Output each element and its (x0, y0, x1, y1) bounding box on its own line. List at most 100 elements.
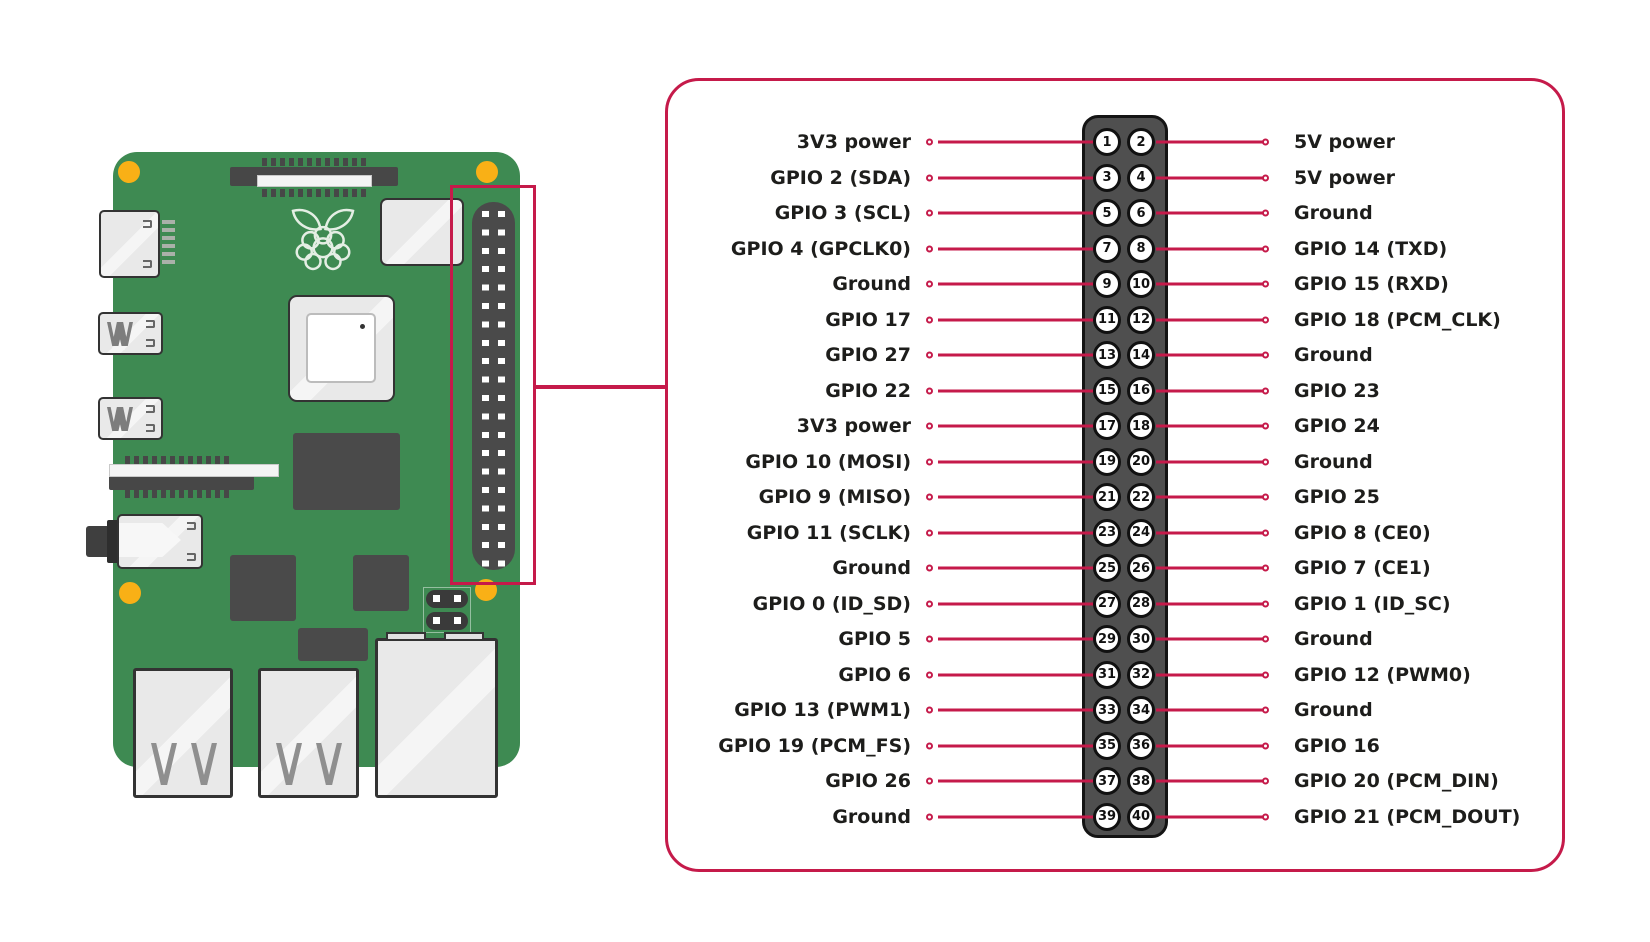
pin-label-right: Ground (1294, 450, 1373, 473)
pin-number-odd: 5 (1093, 199, 1121, 227)
pin-number-odd: 39 (1093, 802, 1121, 831)
endpoint-circle (1262, 422, 1269, 430)
wire-left (938, 815, 1096, 818)
pin-label-right: GPIO 7 (CE1) (1294, 557, 1431, 579)
soc-pin1-dot (360, 324, 365, 329)
endpoint-circle (926, 351, 933, 359)
endpoint-circle (1262, 316, 1269, 323)
wire-right (1156, 424, 1264, 428)
endpoint-circle (1262, 564, 1269, 572)
wire-left (938, 602, 1096, 605)
usb-controller-chip (230, 555, 296, 621)
pin-number-even: 34 (1127, 696, 1155, 724)
wire-right (1156, 318, 1264, 321)
pin-label-left: GPIO 6 (838, 663, 911, 686)
ethernet-port (375, 632, 498, 798)
pin-number-odd: 29 (1093, 625, 1121, 653)
poe-header-pins (426, 612, 468, 630)
endpoint-circle (1262, 280, 1269, 288)
wire-right (1156, 282, 1264, 286)
wire-left (938, 211, 1096, 215)
pin-label-right: Ground (1294, 344, 1373, 366)
wire-left (938, 353, 1096, 357)
pin-number-odd: 7 (1093, 234, 1121, 263)
port-pin-mark (146, 320, 155, 328)
wire-right (1156, 744, 1264, 747)
pin-label-right: GPIO 1 (ID_SC) (1294, 592, 1451, 615)
pin-label-right: GPIO 16 (1294, 734, 1380, 757)
wire-right (1156, 673, 1264, 676)
endpoint-circle (926, 706, 933, 714)
ethernet-tab (444, 632, 484, 641)
pin-number-even: 20 (1127, 447, 1155, 476)
wire-right (1156, 566, 1264, 570)
wire-right (1156, 815, 1264, 818)
audio-jack (117, 514, 203, 569)
endpoint-circle (926, 777, 933, 785)
pin-number-odd: 25 (1093, 554, 1121, 582)
endpoint-circle (926, 387, 933, 394)
usb-port-contact (276, 743, 302, 785)
pin-label-right: Ground (1294, 699, 1373, 721)
wire-left (938, 566, 1096, 570)
pin-label-right: Ground (1294, 202, 1373, 224)
wire-right (1156, 637, 1264, 641)
pin-number-odd: 23 (1093, 518, 1121, 547)
pin-number-odd: 19 (1093, 447, 1121, 476)
pin-label-left: GPIO 19 (PCM_FS) (718, 734, 911, 757)
wire-left (938, 318, 1096, 321)
endpoint-circle (1262, 209, 1269, 217)
endpoint-circle (926, 422, 933, 430)
gpio-header-highlight (450, 185, 536, 585)
pin-number-even: 4 (1127, 163, 1155, 192)
pin-number-even: 18 (1127, 412, 1155, 440)
wire-right (1156, 140, 1264, 144)
wire-left (938, 460, 1096, 463)
pin-label-left: GPIO 3 (SCL) (774, 202, 911, 224)
wire-right (1156, 176, 1264, 179)
hdmi-solder-pins (162, 220, 175, 268)
audio-jack-barrel (86, 526, 111, 557)
pin-label-left: GPIO 13 (PWM1) (734, 699, 911, 721)
pin-label-right: GPIO 15 (RXD) (1294, 273, 1449, 295)
usb-glyph (107, 407, 133, 431)
port-pin-mark (146, 424, 155, 432)
wire-left (938, 282, 1096, 286)
pin-label-right: 5V power (1294, 131, 1396, 153)
audio-jack-inner (119, 523, 181, 557)
pin-label-left: GPIO 9 (MISO) (758, 486, 911, 508)
wire-right (1156, 531, 1264, 534)
pin-label-left: Ground (832, 805, 911, 828)
pin-number-even: 32 (1127, 660, 1155, 689)
callout-line (536, 385, 665, 389)
pin-number-odd: 35 (1093, 731, 1121, 760)
port-pin-mark (146, 405, 155, 413)
wire-left (938, 708, 1096, 712)
wire-right (1156, 211, 1264, 215)
wire-left (938, 389, 1096, 392)
audio-jack-collar (107, 520, 119, 563)
pin-number-odd: 37 (1093, 767, 1121, 795)
endpoint-circle (1262, 777, 1269, 785)
usb-port-contact (316, 743, 342, 785)
pin-label-left: GPIO 2 (SDA) (770, 166, 911, 189)
pin-number-odd: 33 (1093, 696, 1121, 724)
endpoint-circle (926, 564, 933, 572)
pin-label-left: GPIO 5 (838, 628, 911, 650)
endpoint-circle (926, 174, 933, 181)
wire-right (1156, 389, 1264, 392)
poe-header (423, 587, 471, 633)
endpoint-circle (1262, 351, 1269, 359)
pin-number-even: 36 (1127, 731, 1155, 760)
micro-usb-port (98, 312, 163, 355)
wire-right (1156, 779, 1264, 783)
port-pin-mark (143, 220, 152, 228)
usb-port-contact (151, 743, 177, 785)
wire-left (938, 140, 1096, 144)
pin-number-odd: 13 (1093, 341, 1121, 369)
pin-label-right: GPIO 23 (1294, 379, 1380, 402)
wire-right (1156, 353, 1264, 357)
usb-glyph (107, 322, 133, 346)
wire-right (1156, 460, 1264, 463)
